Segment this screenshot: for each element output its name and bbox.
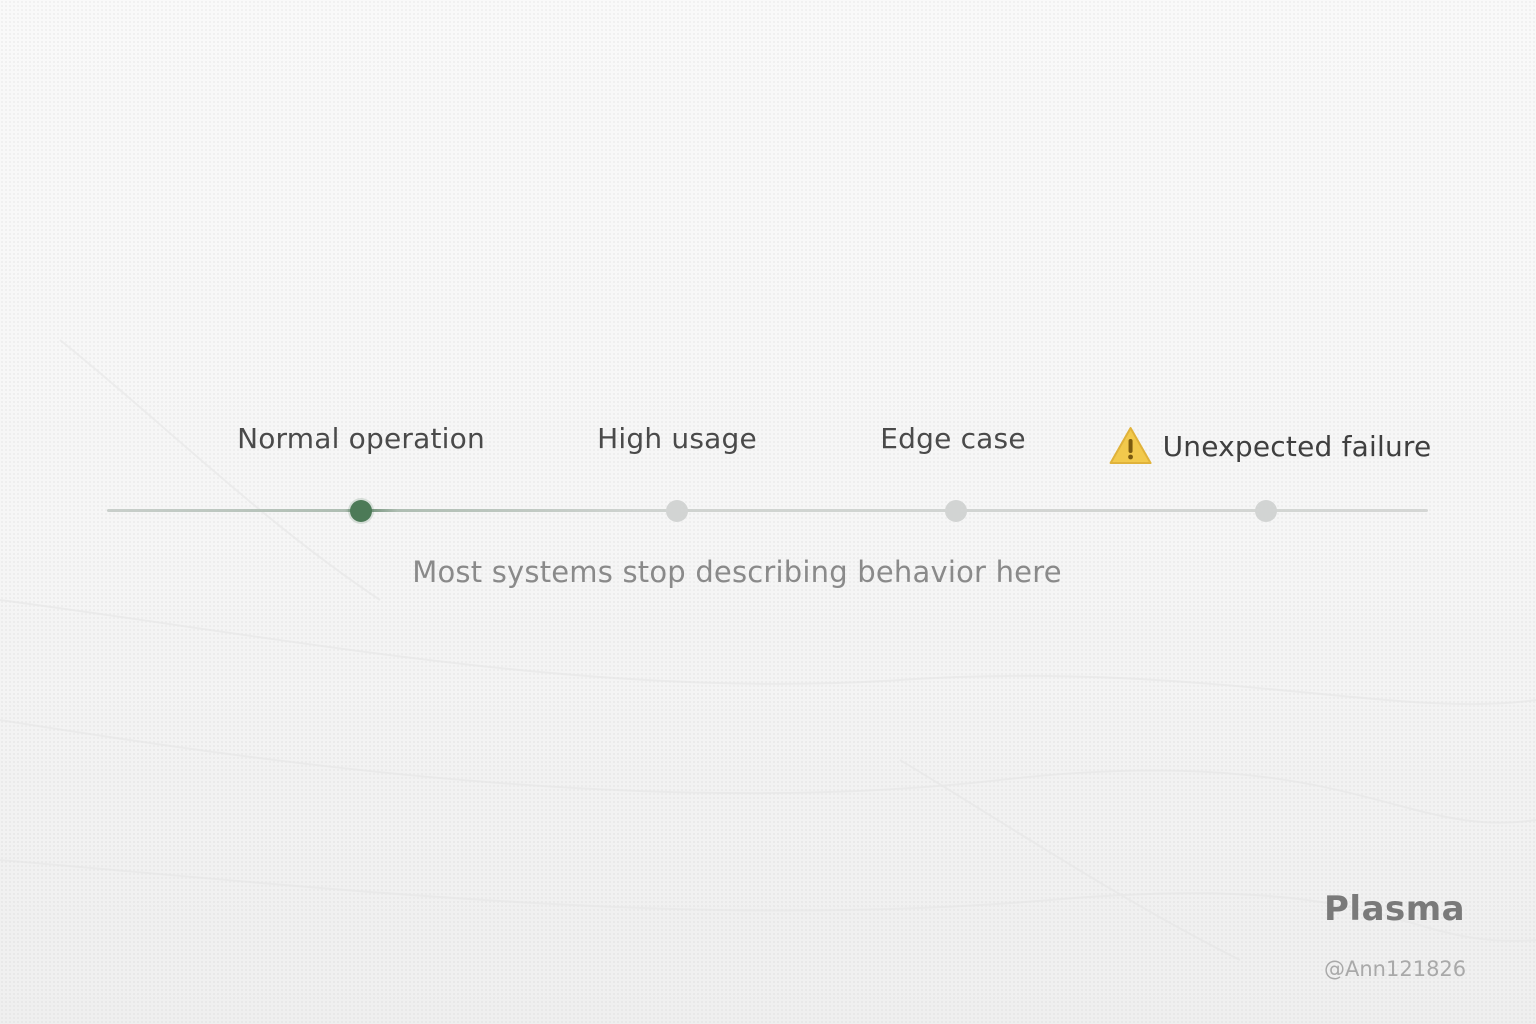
stage-label-normal-operation: Normal operation <box>237 422 485 455</box>
stage-dot-unexpected-failure[interactable] <box>1255 500 1277 522</box>
warning-icon <box>1109 427 1152 464</box>
stage-label-high-usage: High usage <box>597 422 757 455</box>
timeline-caption: Most systems stop describing behavior he… <box>412 555 1062 589</box>
stage-label-unexpected-failure: Unexpected failure <box>1109 426 1432 466</box>
stage-dot-normal-operation[interactable] <box>350 500 372 522</box>
brand-name: Plasma <box>1324 889 1466 929</box>
stage-label-edge-case: Edge case <box>880 422 1026 455</box>
stage-label-unexpected-failure-text: Unexpected failure <box>1162 429 1432 463</box>
author-handle: @Ann121826 <box>1324 957 1467 981</box>
stage-dot-high-usage[interactable] <box>666 500 688 522</box>
stage-dot-edge-case[interactable] <box>945 500 967 522</box>
timeline-track <box>107 509 1428 512</box>
